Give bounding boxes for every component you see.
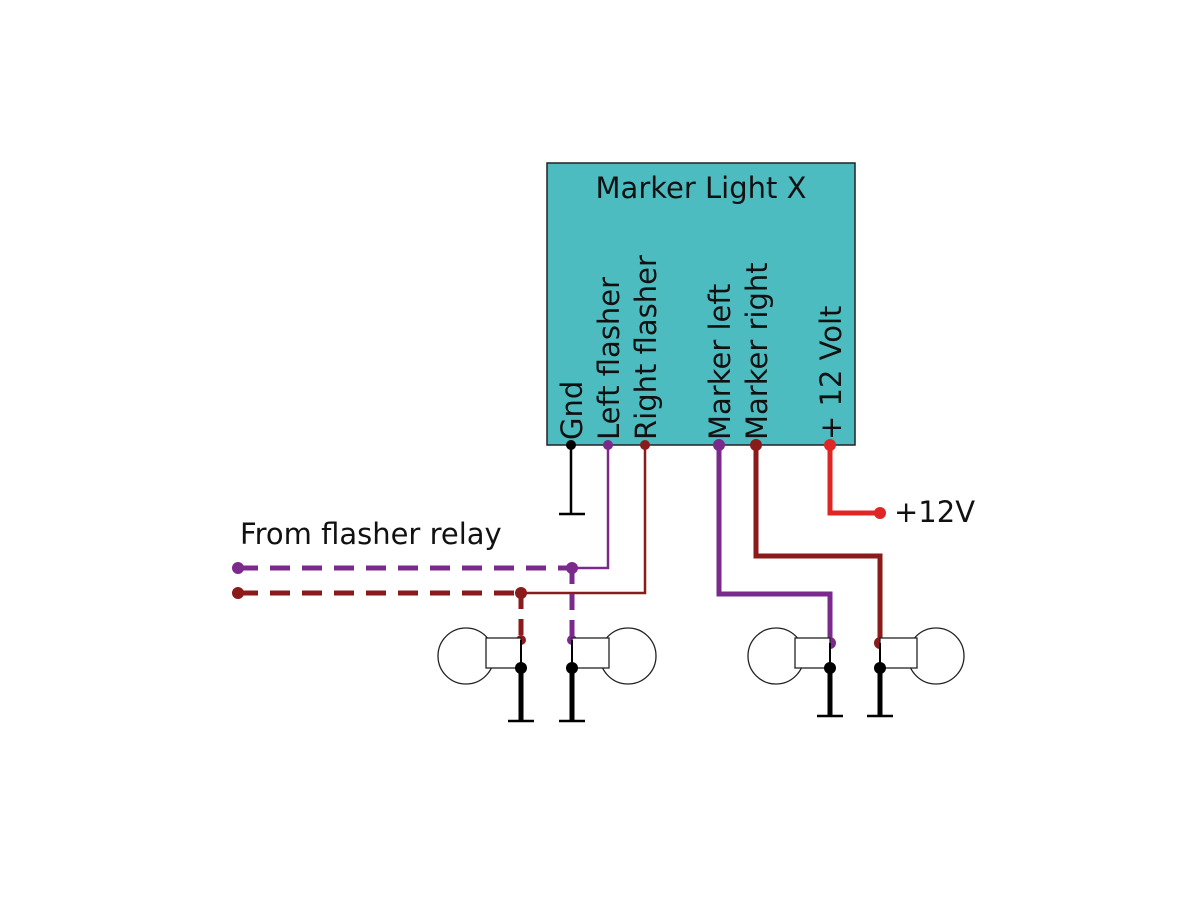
relay-purple-dashed [232, 562, 578, 645]
bulb-icon [437, 627, 522, 685]
pin-label-left-flasher: Left flasher [592, 277, 626, 440]
module-box [546, 162, 856, 446]
left-bulb-pair [437, 627, 657, 723]
pin-label-right-flasher: Right flasher [629, 255, 663, 440]
marker-left-wire [713, 439, 836, 649]
ground-icon [559, 640, 585, 723]
pin-label-marker-left: Marker left [703, 284, 737, 440]
supply-wire [824, 439, 886, 519]
ground-icon [817, 643, 843, 718]
relay-red-dashed [232, 587, 527, 645]
bulb-icon [571, 627, 657, 685]
pin-label-gnd: Gnd [555, 381, 589, 440]
supply-label: +12V [894, 495, 975, 529]
pin-label-12-volt: + 12 Volt [814, 306, 848, 440]
pin-label-marker-right: Marker right [740, 262, 774, 440]
ground-icon [867, 643, 893, 718]
ground-icon [508, 640, 534, 723]
module-title: Marker Light X [596, 171, 807, 205]
right-flasher-wire [521, 440, 650, 595]
bulb-icon [747, 627, 831, 685]
bulb-icon [879, 627, 965, 685]
gnd-wire [559, 440, 585, 516]
right-bulb-pair [747, 627, 965, 718]
marker-right-wire [750, 439, 886, 649]
relay-label: From flasher relay [240, 517, 502, 551]
left-flasher-wire [572, 440, 613, 570]
